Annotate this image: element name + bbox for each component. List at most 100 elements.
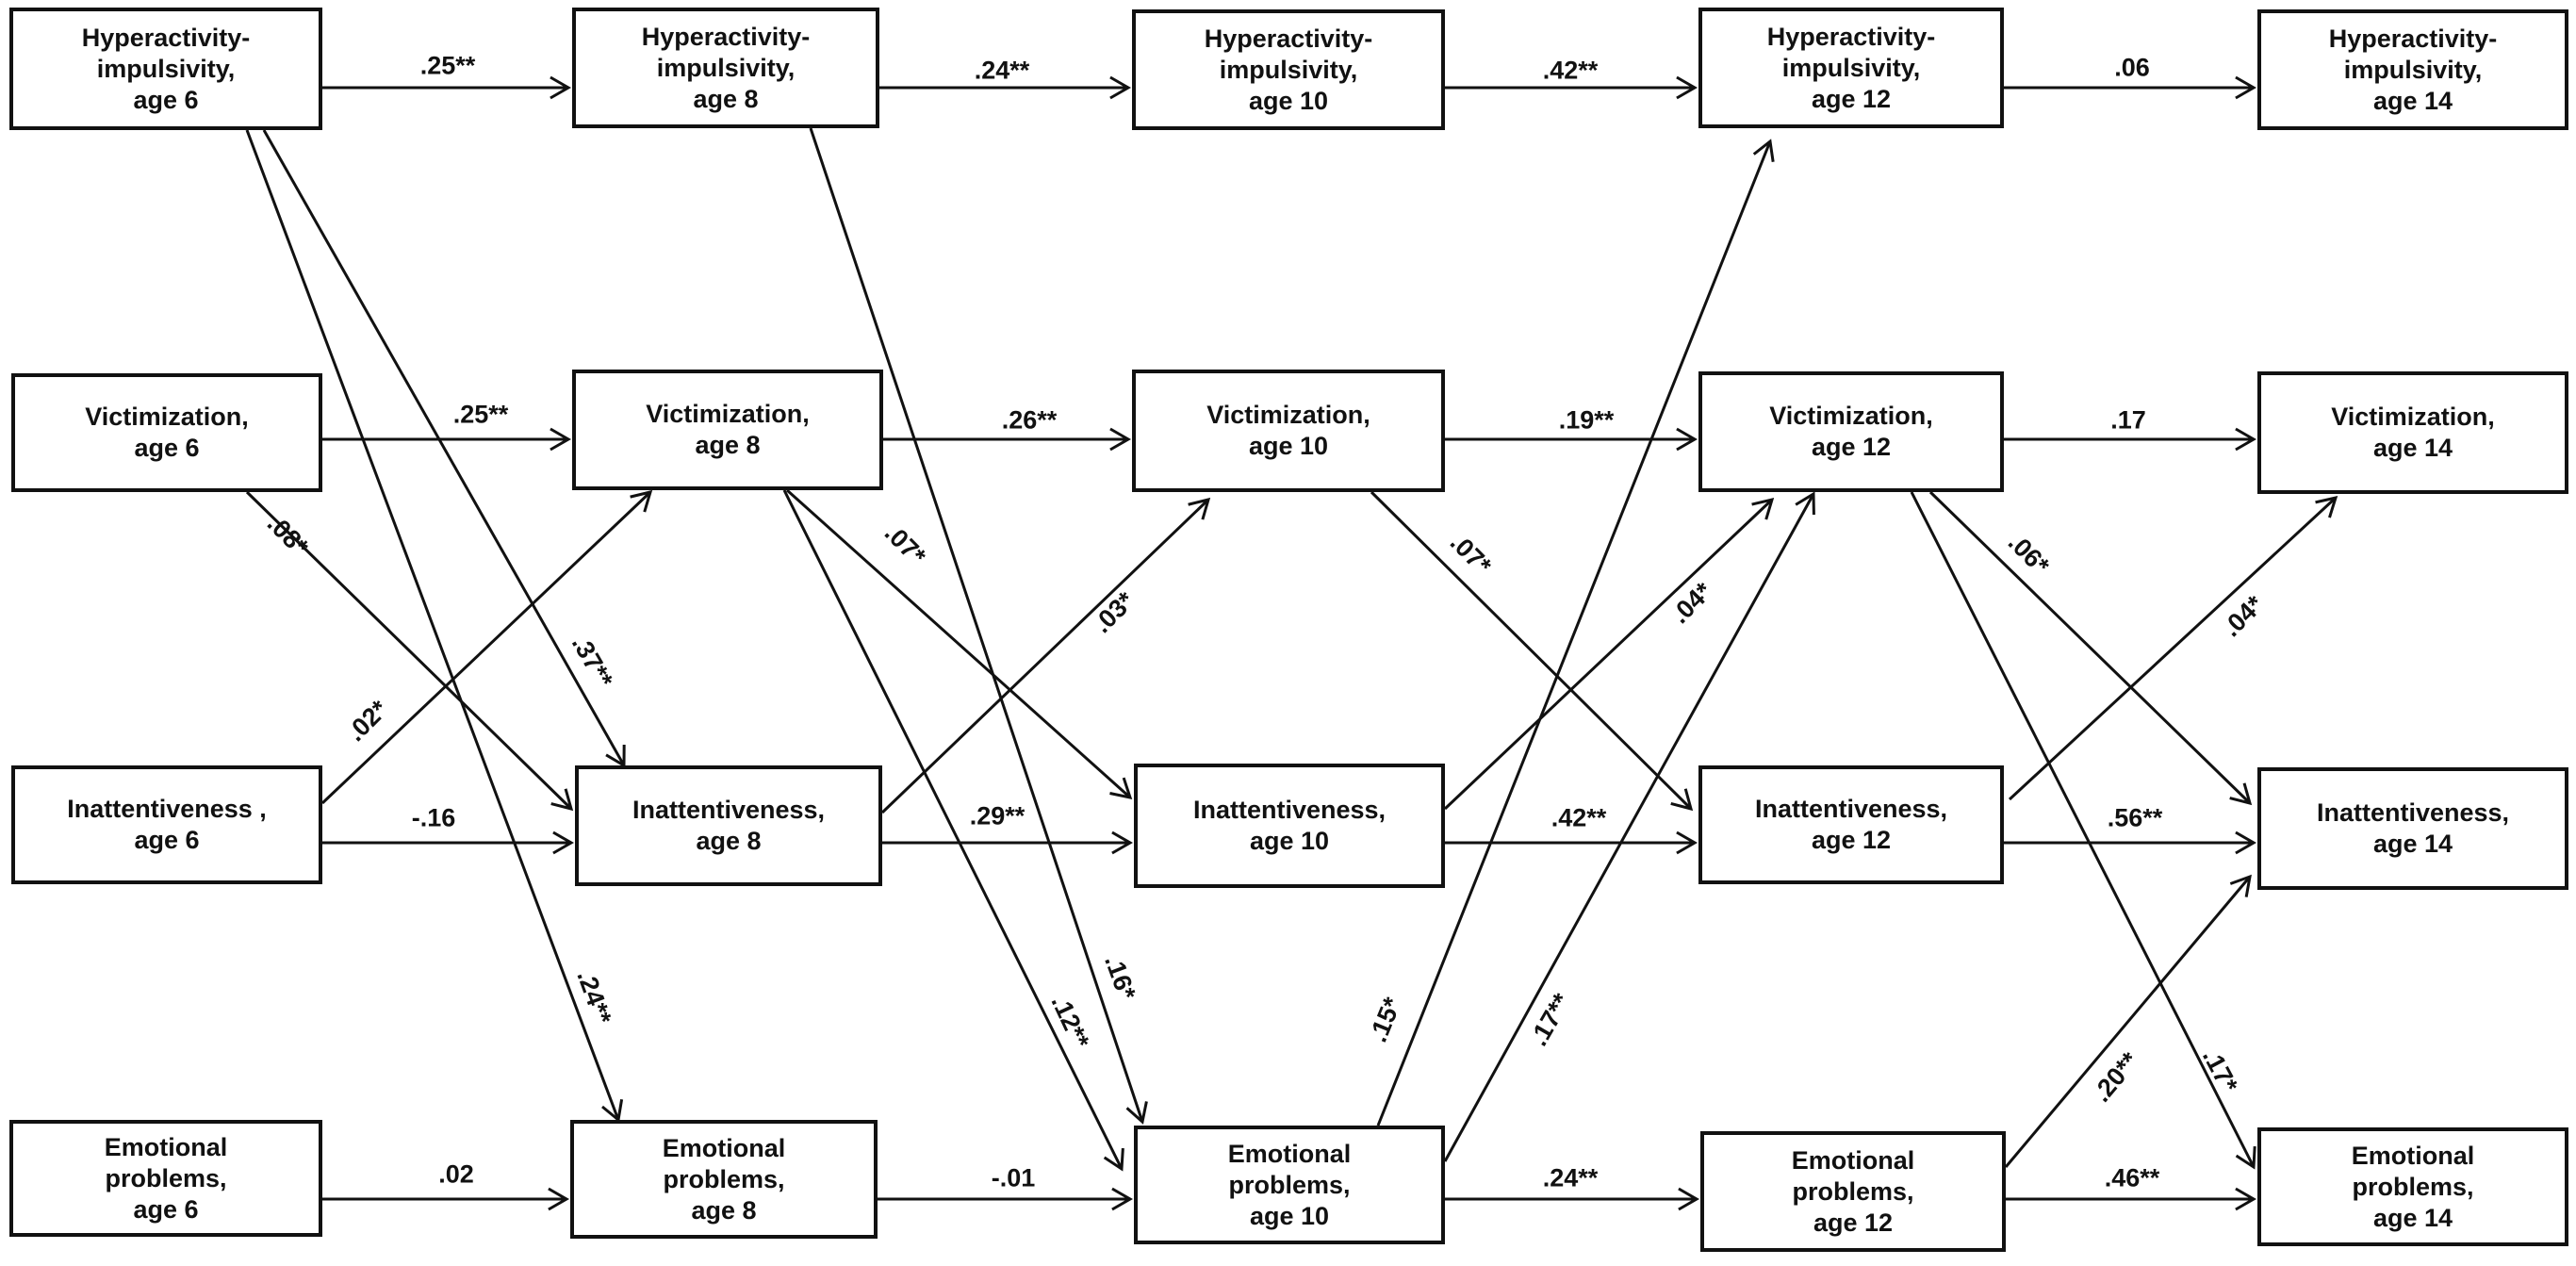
edge-line	[785, 488, 1132, 799]
arrowhead	[1103, 1147, 1124, 1172]
edge-line	[1443, 498, 1774, 811]
edge-emo10-hyper12	[1376, 139, 1775, 1126]
path-coefficient-vict10-vict12: .19**	[1558, 405, 1615, 435]
node-vict10: Victimization, age 10	[1132, 370, 1445, 492]
arrowhead	[2229, 782, 2253, 806]
edge-inatt8-vict10	[880, 497, 1211, 814]
edge-line	[2004, 876, 2252, 1168]
arrowhead	[1678, 1187, 1700, 1211]
arrowhead	[1188, 497, 1211, 520]
arrowhead	[1111, 1187, 1134, 1211]
node-inatt8: Inattentiveness, age 8	[575, 765, 882, 886]
edge-line	[245, 490, 573, 811]
arrowhead	[2235, 1145, 2256, 1170]
edge-line	[320, 490, 652, 805]
path-coefficient-hyper6-hyper8: .25**	[419, 51, 476, 80]
arrowhead	[2315, 495, 2338, 518]
edge-line	[262, 129, 626, 766]
path-coefficient-inatt10-inatt12: .42**	[1551, 803, 1607, 832]
edge-vict12-vict14	[2004, 427, 2256, 452]
arrowhead	[1670, 788, 1694, 812]
arrowhead	[1676, 75, 1698, 100]
node-hyper6: Hyperactivity- impulsivity, age 6	[9, 8, 322, 130]
edge-vict8-emo10	[782, 489, 1124, 1172]
edge-vict12-inatt14	[1928, 490, 2253, 806]
edge-line	[1443, 493, 1815, 1162]
node-hyper12: Hyperactivity- impulsivity, age 12	[1698, 8, 2004, 128]
edge-vict12-emo14	[1910, 491, 2256, 1170]
path-coefficient-emo12-emo14: .46**	[2104, 1163, 2160, 1192]
edge-emo6-emo8	[322, 1187, 569, 1211]
edge-line	[2008, 496, 2338, 801]
arrowhead	[2235, 75, 2256, 100]
edge-emo10-vict12	[1443, 491, 1815, 1162]
edge-inatt12-inatt14	[2004, 830, 2256, 855]
edge-line	[1376, 140, 1772, 1126]
edge-vict10-inatt12	[1370, 490, 1694, 812]
node-emo12: Emotional problems, age 12	[1700, 1131, 2006, 1252]
node-hyper8: Hyperactivity- impulsivity, age 8	[572, 8, 879, 128]
node-vict12: Victimization, age 12	[1698, 371, 2004, 492]
edge-inatt12-vict14	[2008, 495, 2338, 801]
edge-inatt10-inatt12	[1445, 830, 1698, 855]
edge-line	[809, 127, 1144, 1123]
edge-layer	[245, 75, 2338, 1211]
arrowhead	[1751, 497, 1775, 520]
path-coefficient-hyper8-hyper10: .24**	[974, 56, 1030, 85]
node-emo6: Emotional problems, age 6	[9, 1120, 322, 1237]
path-coefficient-inatt6-inatt8: -.16	[411, 803, 456, 832]
arrowhead	[2235, 427, 2256, 452]
edge-hyper6-emo8	[245, 129, 624, 1123]
edge-hyper6-hyper8	[322, 75, 571, 100]
node-inatt12: Inattentiveness, age 12	[1698, 765, 2004, 884]
edge-emo12-emo14	[2006, 1187, 2256, 1211]
path-coefficient-hyper10-hyper12: .42**	[1542, 56, 1599, 85]
node-hyper10: Hyperactivity- impulsivity, age 10	[1132, 9, 1445, 130]
path-coefficient-vict8-vict10: .26**	[1001, 405, 1058, 435]
node-inatt6: Inattentiveness , age 6	[11, 765, 322, 884]
edge-inatt10-vict12	[1443, 497, 1775, 811]
arrowhead	[1795, 491, 1815, 516]
edge-inatt8-inatt10	[882, 830, 1134, 855]
edge-line	[880, 498, 1210, 814]
node-emo10: Emotional problems, age 10	[1134, 1126, 1445, 1244]
arrowhead	[550, 427, 571, 452]
path-coefficient-emo10-emo12: .24**	[1542, 1163, 1599, 1192]
edge-vict8-vict10	[883, 427, 1132, 452]
node-vict8: Victimization, age 8	[572, 370, 883, 490]
edge-hyper8-emo10	[809, 127, 1148, 1125]
arrowhead	[550, 75, 571, 100]
node-hyper14: Hyperactivity- impulsivity, age 14	[2257, 9, 2568, 130]
arrowhead	[2235, 1187, 2256, 1211]
path-coefficient-vict12-vict14: .17	[2110, 405, 2146, 435]
arrowhead	[1676, 427, 1698, 452]
node-vict6: Victimization, age 6	[11, 373, 322, 492]
arrowhead	[1676, 830, 1698, 855]
path-coefficient-inatt8-inatt10: .29**	[969, 801, 1025, 830]
arrowhead	[630, 489, 653, 513]
edge-hyper8-hyper10	[879, 75, 1132, 100]
arrowhead	[1125, 1101, 1148, 1125]
arrowhead	[2235, 830, 2256, 855]
edge-line	[1910, 491, 2256, 1168]
node-emo14: Emotional problems, age 14	[2257, 1127, 2568, 1246]
edge-line	[782, 489, 1124, 1170]
edge-inatt6-vict8	[320, 489, 653, 805]
arrowhead	[1109, 75, 1132, 100]
arrowhead	[1752, 139, 1775, 162]
arrowhead	[548, 1187, 569, 1211]
edge-vict6-inatt8	[245, 490, 574, 812]
path-coefficient-emo6-emo8: .02	[438, 1159, 474, 1189]
arrowhead	[552, 830, 574, 855]
arrowhead	[1111, 830, 1134, 855]
edge-inatt6-inatt8	[322, 830, 574, 855]
path-coefficient-emo8-emo10: -.01	[991, 1163, 1036, 1192]
path-coefficient-inatt12-inatt14: .56**	[2107, 803, 2163, 832]
arrowhead	[2229, 874, 2252, 897]
edge-vict8-inatt10	[785, 488, 1133, 800]
edge-emo8-emo10	[878, 1187, 1134, 1211]
arrowhead	[1109, 427, 1132, 452]
edge-line	[245, 129, 620, 1121]
arrowhead	[1109, 777, 1133, 800]
